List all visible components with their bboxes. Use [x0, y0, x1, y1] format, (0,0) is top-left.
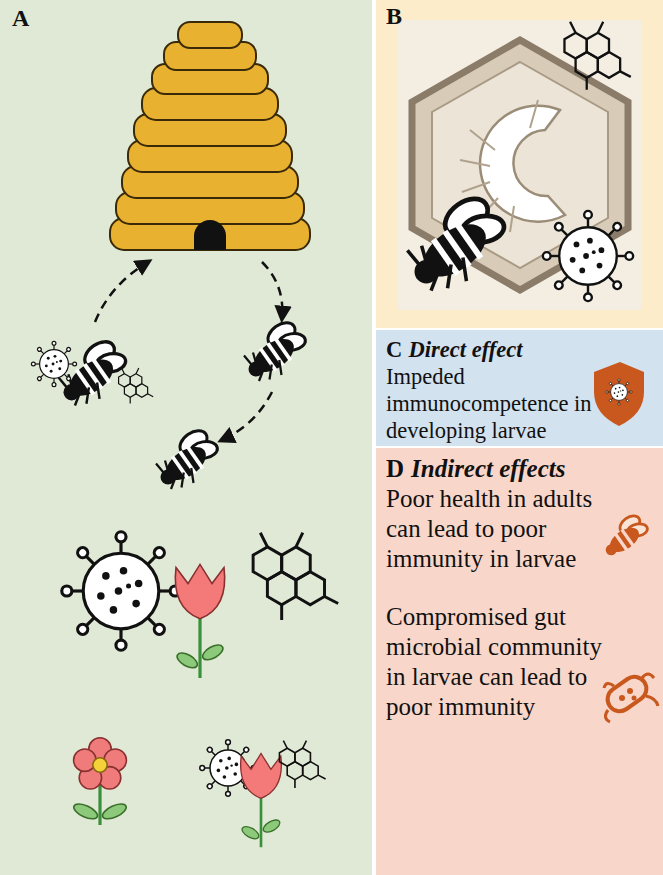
bacterium-icon: [603, 672, 658, 722]
flowers-and-pathogens: [175, 564, 226, 678]
bee-icon: [606, 544, 617, 555]
bees: [156, 426, 219, 489]
bacterium-icon: [627, 688, 633, 694]
bee-icon: [605, 512, 648, 557]
bee-icon: [605, 522, 643, 557]
panel-b-ground: [376, 0, 663, 328]
indirect-effects-band: DIndirect effectsPoor health in adults c…: [376, 448, 663, 875]
bacterium-icon: [604, 674, 658, 722]
dashed-arrows: [95, 262, 282, 440]
bees: [244, 318, 307, 381]
bacterium-icon: [619, 688, 637, 701]
panel-letter: D: [386, 454, 404, 484]
beehive: [194, 220, 226, 250]
flowers-and-pathogens: [279, 741, 325, 788]
bacterium-icon: [619, 695, 625, 701]
panel-heading: Indirect effects: [411, 454, 565, 484]
dashed-arrows: [262, 262, 282, 318]
bee-icon: [606, 523, 644, 557]
body-text: Impeded immunocompetence in developing l…: [386, 363, 604, 444]
flowers-and-pathogens: [72, 738, 129, 825]
brood-cell-image: [398, 20, 642, 310]
bees: [59, 336, 128, 405]
body-text: Poor health in adults can lead to poor i…: [386, 484, 604, 574]
bacterium-icon: [603, 672, 651, 716]
shield-icon: [594, 362, 644, 426]
panel-letter: B: [386, 2, 402, 30]
brood-cell-image: [564, 22, 630, 90]
brood-cell-image: [543, 211, 633, 301]
bees: [119, 368, 154, 404]
bees: [31, 318, 306, 489]
dashed-arrows: [95, 262, 148, 322]
direct-effect-band: C Direct effectImpeded immunocompetence i…: [376, 330, 663, 446]
panel-a-ground: [0, 0, 372, 875]
panel-letter: A: [12, 4, 29, 32]
panel-b: B: [376, 0, 663, 328]
bees: [31, 341, 76, 386]
brood-cell-image: [398, 20, 642, 310]
bee-icon: [621, 529, 635, 547]
panel-c-ground: [376, 330, 663, 446]
panel-d-ground: [376, 448, 663, 875]
brood-cell-image: [407, 191, 506, 290]
panel-a: A: [0, 0, 372, 875]
shield-icon: [606, 379, 632, 405]
beehive: [110, 22, 310, 250]
flowers-and-pathogens: [62, 532, 180, 650]
body-text: Compromised gut microbial community in l…: [386, 602, 604, 722]
beehive: [178, 22, 242, 48]
shield-icon: [594, 362, 644, 426]
panel-letter: C: [386, 336, 402, 363]
dashed-arrows: [222, 392, 272, 440]
flowers-and-pathogens: [253, 533, 338, 620]
bacterium-icon: [632, 696, 637, 701]
panel-heading: Direct effect: [409, 336, 523, 363]
flowers-and-pathogens: [62, 532, 338, 847]
flowers-and-pathogens: [240, 753, 282, 847]
